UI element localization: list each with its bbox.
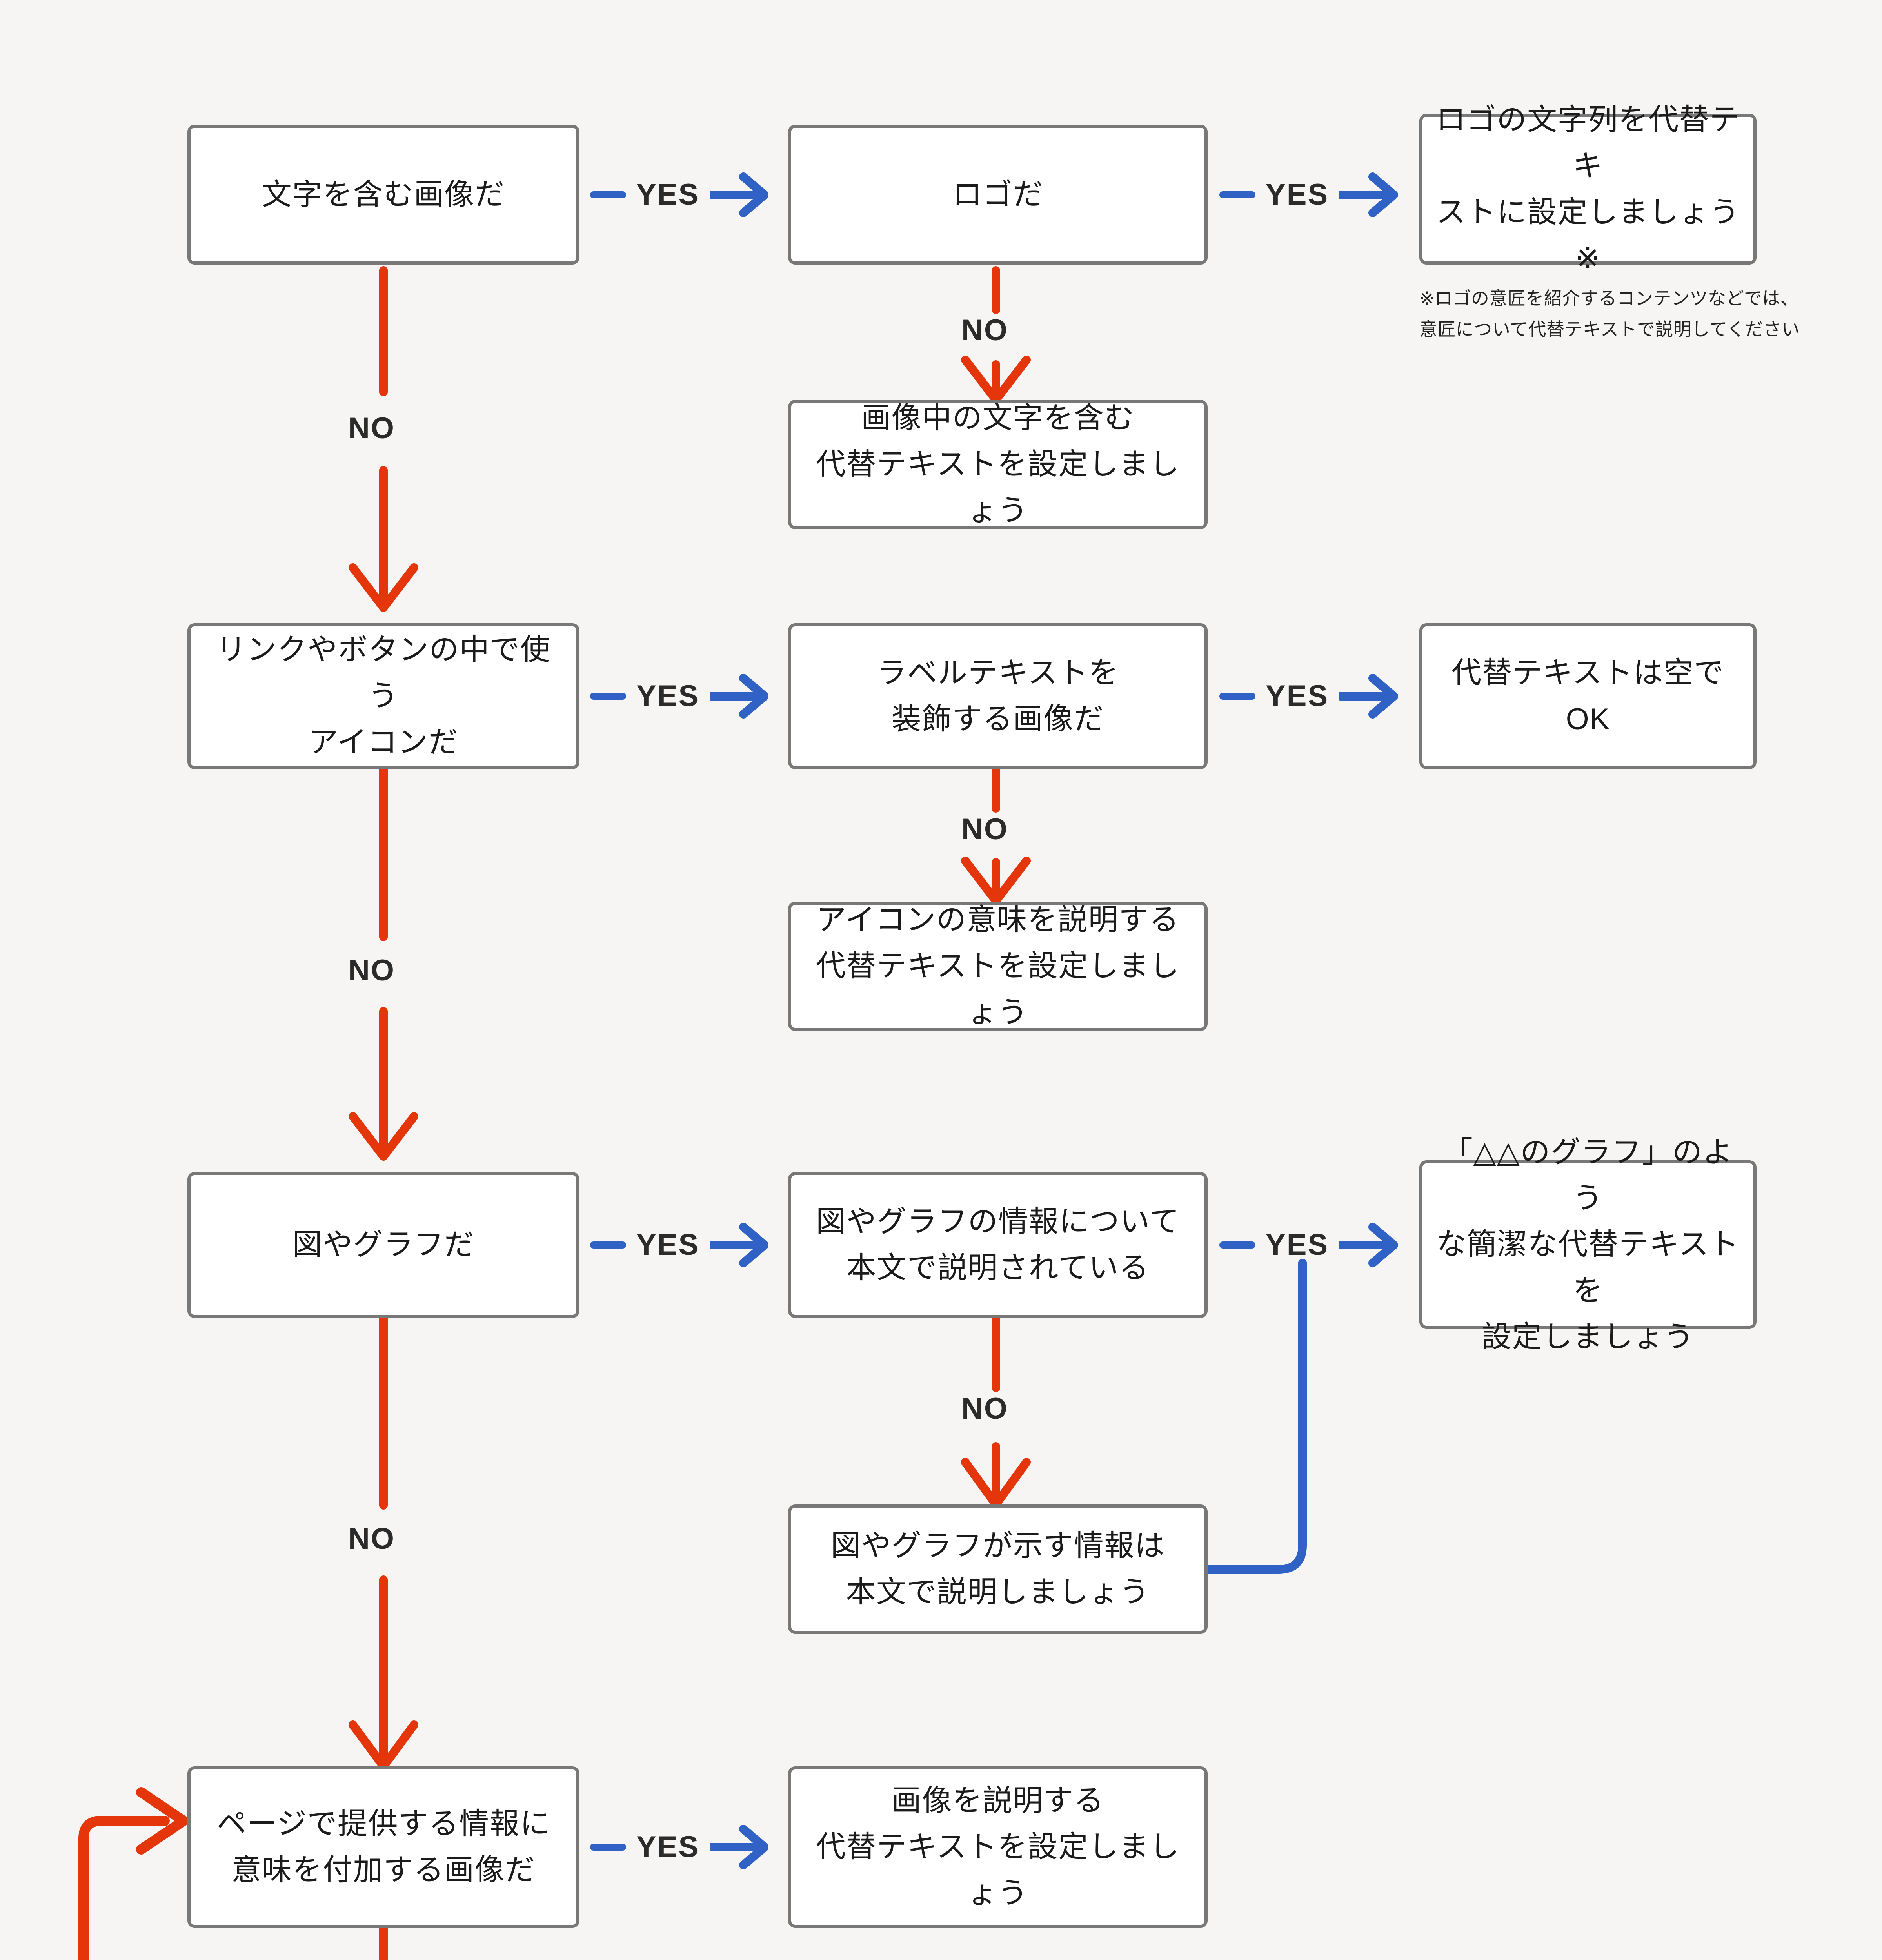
yes-dash-icon [1219,1241,1255,1249]
node-q2-yes-label: ラベルテキストを 装飾する画像だ [877,656,1119,736]
no-label-q2: NO [348,956,395,985]
no-label-q2y: NO [961,815,1008,844]
yes-arrow-icon [1339,1221,1398,1269]
node-q1-yes-no[interactable]: 画像中の文字を含む 代替テキストを設定しましょう [788,400,1208,529]
yes-connector-q1: YES [590,171,769,218]
yes-dash-icon [590,1241,626,1249]
node-q1-yes-no-label: 画像中の文字を含む 代替テキストを設定しましょう [816,401,1180,527]
node-q2[interactable]: リンクやボタンの中で使う アイコンだ [187,623,579,769]
yes-dash-icon [590,1844,626,1851]
yes-label: YES [636,1830,700,1864]
node-q2-yes-yes-label: 代替テキストは空でOK [1451,656,1724,736]
node-q3-yes-yes-label: 「△△のグラフ」のよう な簡潔な代替テキストを 設定しましょう [1436,1135,1740,1354]
yes-dash-icon [1219,693,1255,700]
node-q2-yes[interactable]: ラベルテキストを 装飾する画像だ [788,623,1208,769]
yes-arrow-icon [710,1824,769,1871]
node-q4-yes-label: 画像を説明する 代替テキストを設定しましょう [816,1784,1180,1910]
node-q3-yes[interactable]: 図やグラフの情報について 本文で説明されている [788,1172,1208,1318]
yes-dash-icon [590,191,626,198]
node-q1-yes-yes-label: ロゴの文字列を代替テキ ストに設定しましょう※ [1436,103,1740,275]
node-q2-yes-yes[interactable]: 代替テキストは空でOK [1419,623,1757,769]
blue-elbow-q3yn-to-yes [1204,1259,1307,1574]
yes-label: YES [636,178,700,211]
node-q2-yes-no-label: アイコンの意味を説明する 代替テキストを設定しましょう [816,903,1180,1029]
yes-label: YES [636,1228,700,1261]
yes-label: YES [1266,679,1329,713]
node-q2-label: リンクやボタンの中で使う アイコンだ [216,633,551,759]
node-q4[interactable]: ページで提供する情報に 意味を付加する画像だ [187,1766,579,1928]
yes-connector-q2y: YES [1219,673,1398,720]
yes-arrow-icon [710,171,769,218]
yes-arrow-icon [1339,673,1398,720]
node-q3-label: 図やグラフだ [292,1228,475,1262]
yes-connector-q1y: YES [1219,171,1398,218]
node-q4-yes[interactable]: 画像を説明する 代替テキストを設定しましょう [788,1766,1208,1928]
yes-connector-q3: YES [590,1221,769,1269]
yes-arrow-icon [1339,171,1398,218]
node-q3-yes-no[interactable]: 図やグラフが示す情報は 本文で説明しましょう [788,1504,1208,1634]
no-label: NO [348,954,396,987]
yes-dash-icon [590,693,626,700]
node-q4-label: ページで提供する情報に 意味を付加する画像だ [216,1807,550,1887]
node-q3-yes-label: 図やグラフの情報について 本文で説明されている [816,1205,1180,1285]
no-arrow-q4-to-q5 [379,1924,388,1960]
node-q1-label: 文字を含む画像だ [262,178,505,211]
no-label: NO [961,1392,1009,1425]
node-q1-yes[interactable]: ロゴだ [788,125,1208,265]
node-q3-yes-yes[interactable]: 「△△のグラフ」のよう な簡潔な代替テキストを 設定しましょう [1419,1136,1757,1354]
no-label-q3: NO [348,1524,395,1554]
yes-label: YES [1266,178,1329,211]
no-label-q1: NO [348,414,395,443]
node-q3-yes-no-label: 図やグラフが示す情報は 本文で説明しましょう [830,1529,1165,1609]
no-label: NO [961,813,1009,846]
node-q1-yes-yes[interactable]: ロゴの文字列を代替テキ ストに設定しましょう※ [1419,103,1757,275]
yes-connector-q2: YES [590,673,769,720]
no-label-q3y: NO [961,1394,1008,1424]
yes-label: YES [1266,1228,1329,1261]
yes-arrow-icon [710,673,769,720]
no-label: NO [348,412,396,445]
no-label: NO [348,1522,396,1555]
yes-connector-q4: YES [590,1824,769,1871]
yes-arrow-icon [710,1221,769,1269]
yes-label: YES [636,679,700,713]
logo-footnote: ※ロゴの意匠を紹介するコンテンツなどでは、 意匠について代替テキストで説明してく… [1419,288,1800,340]
no-label: NO [961,314,1009,347]
node-q2-yes-no[interactable]: アイコンの意味を説明する 代替テキストを設定しましょう [788,902,1208,1031]
no-label-q1y: NO [961,316,1008,345]
yes-connector-q3y: YES [1219,1221,1398,1269]
node-q1-yes-label: ロゴだ [952,178,1044,211]
node-q1[interactable]: 文字を含む画像だ [187,125,579,265]
node-q3[interactable]: 図やグラフだ [187,1172,579,1318]
yes-dash-icon [1219,191,1255,198]
